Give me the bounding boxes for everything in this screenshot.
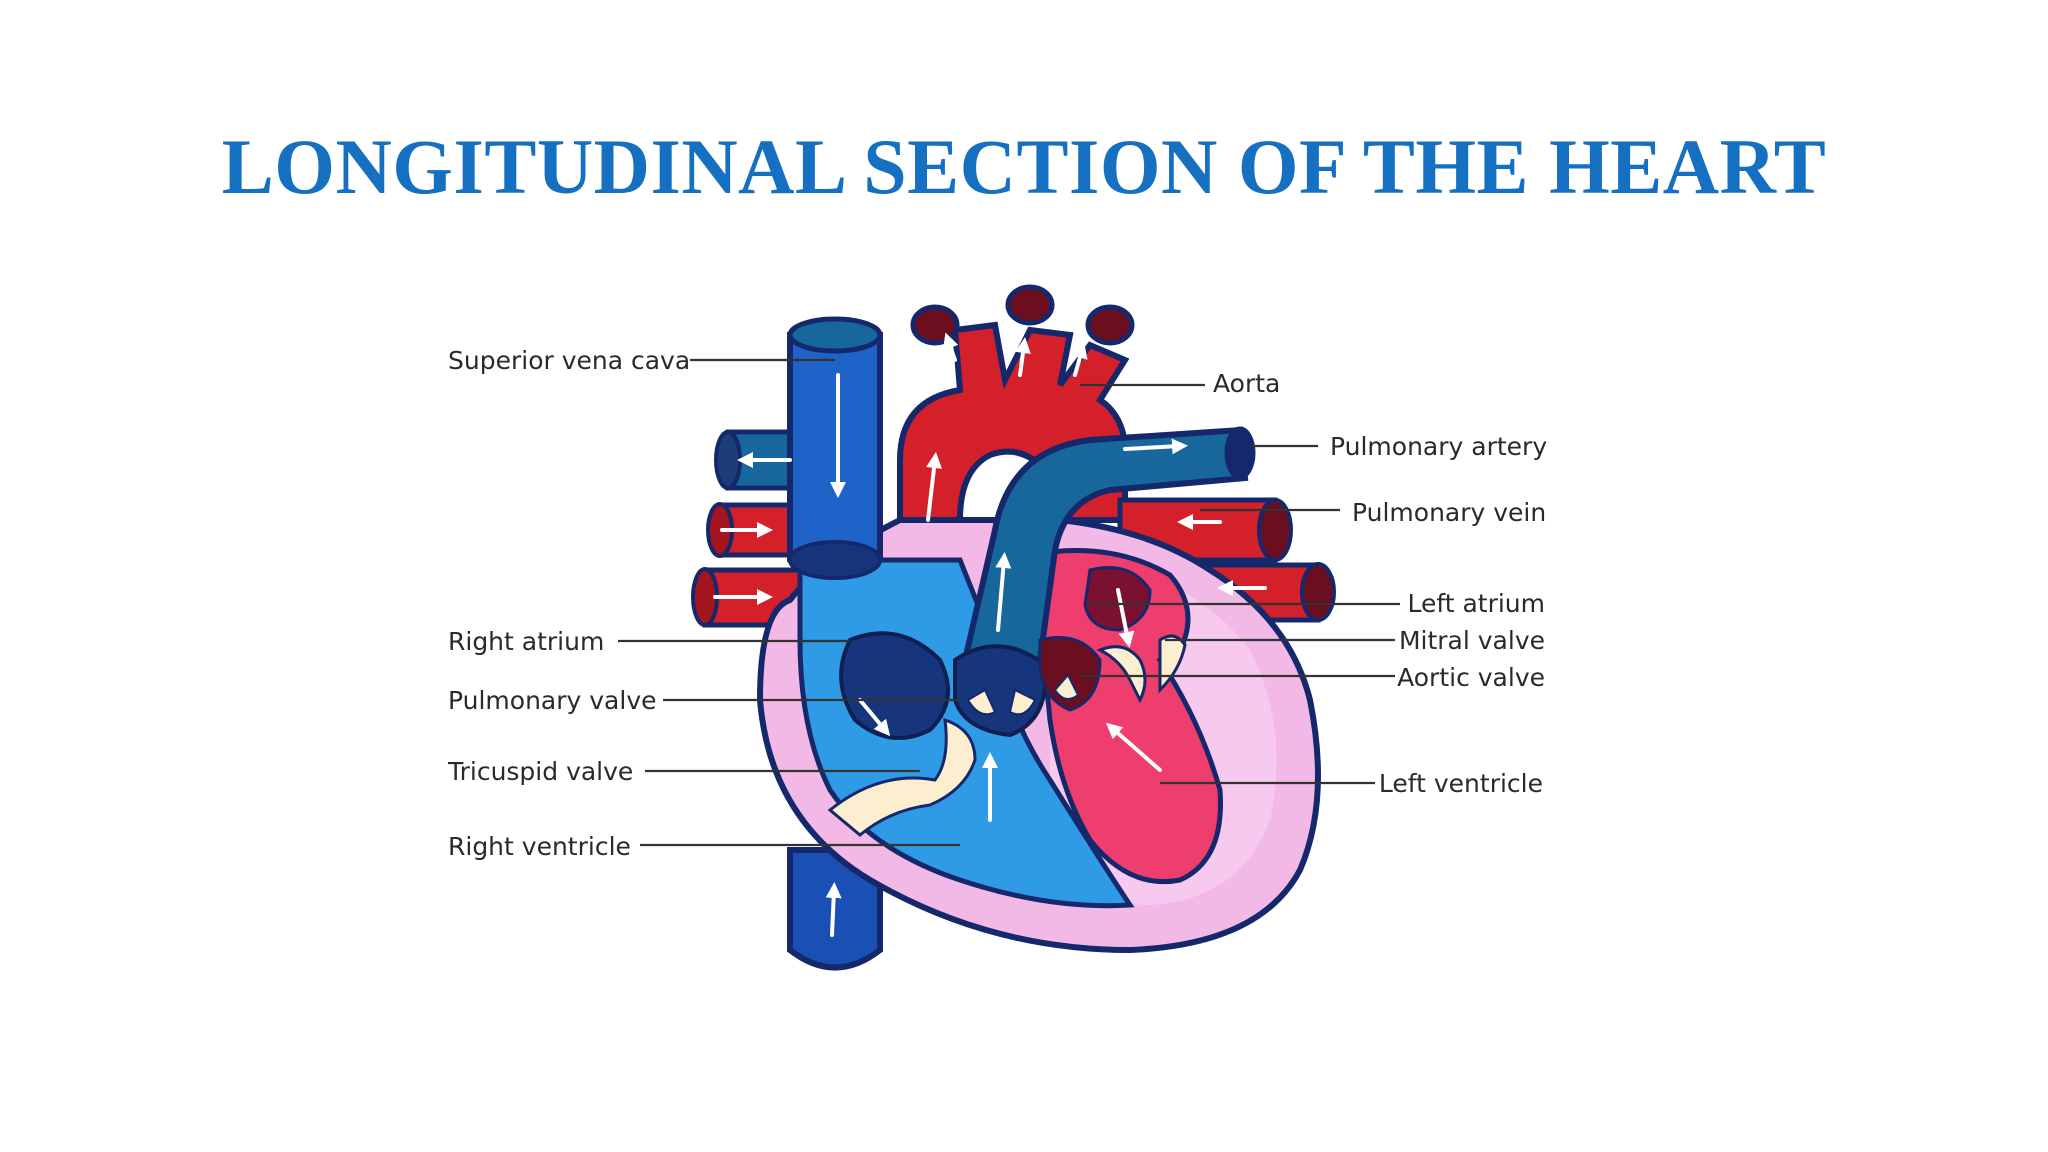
label-left-ventricle: Left ventricle bbox=[1379, 769, 1543, 798]
arrow-aorta-3 bbox=[1072, 342, 1088, 377]
label-pulmonary-valve: Pulmonary valve bbox=[448, 686, 657, 715]
superior-vena-cava-shape bbox=[787, 316, 883, 580]
arrow-aorta-2 bbox=[1015, 337, 1031, 377]
label-pulmonary-artery: Pulmonary artery bbox=[1330, 432, 1547, 461]
arrow-pa-right bbox=[1123, 438, 1188, 455]
label-aortic-valve: Aortic valve bbox=[1397, 663, 1545, 692]
label-right-atrium: Right atrium bbox=[448, 627, 604, 656]
label-pulmonary-vein: Pulmonary vein bbox=[1352, 498, 1546, 527]
label-superior-vena-cava: Superior vena cava bbox=[448, 346, 690, 375]
label-mitral-valve: Mitral valve bbox=[1399, 626, 1545, 655]
label-left-atrium: Left atrium bbox=[1407, 589, 1545, 618]
arrow-ivc-up bbox=[825, 882, 842, 937]
labels: Superior vena cava Aorta Pulmonary arter… bbox=[447, 346, 1547, 861]
arrow-ra-down bbox=[858, 698, 891, 737]
arrow-ascending-aorta bbox=[926, 452, 943, 522]
label-tricuspid-valve: Tricuspid valve bbox=[447, 757, 633, 786]
pulmonary-artery-shape bbox=[961, 426, 1256, 663]
page-title: LONGITUDINAL SECTION OF THE HEART bbox=[221, 123, 1827, 210]
arrow-aorta-1 bbox=[943, 332, 959, 362]
label-right-ventricle: Right ventricle bbox=[448, 832, 631, 861]
left-chambers bbox=[1027, 548, 1223, 885]
leader-lines bbox=[618, 358, 1400, 847]
flow-arrows bbox=[713, 332, 1267, 937]
arrow-pa-up bbox=[995, 552, 1012, 632]
arrow-lv-up bbox=[1105, 722, 1162, 772]
valves-region bbox=[953, 636, 1102, 738]
arrow-la-down bbox=[1116, 588, 1135, 648]
label-aorta: Aorta bbox=[1213, 369, 1280, 398]
